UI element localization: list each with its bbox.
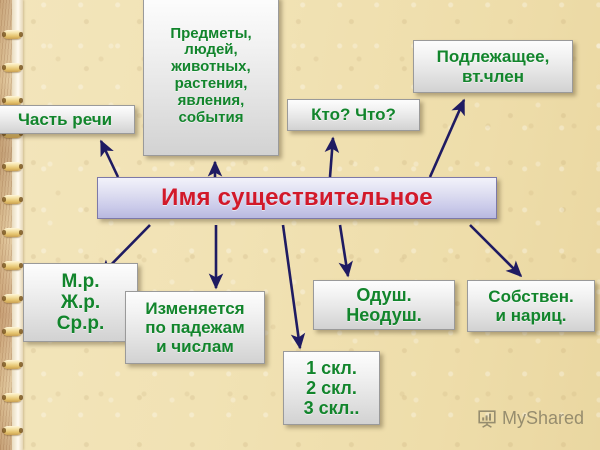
node-label-line: Ср.р.	[56, 313, 105, 335]
node-izmenyaetsya[interactable]: Изменяется по падежам и числам	[125, 291, 265, 364]
node-label-line: М.р.	[61, 270, 100, 292]
node-predmety[interactable]: Предметы, людей, животных, растения, явл…	[143, 0, 279, 156]
spiral-ring	[2, 426, 23, 435]
node-kto-chto[interactable]: Кто? Что?	[287, 99, 420, 131]
arrow-to-sobstven	[469, 224, 523, 278]
node-rod[interactable]: М.р. Ж.р. Ср.р.	[23, 263, 138, 342]
presentation-chart-icon	[478, 409, 496, 428]
node-label-line: по падежам	[145, 317, 245, 337]
node-label-line: Ж.р.	[60, 291, 101, 313]
node-label-line: Неодуш.	[346, 305, 422, 325]
node-label: Часть речи	[17, 109, 113, 129]
arrow-to-chast-rechi	[99, 139, 120, 178]
node-label-line: и числам	[156, 337, 234, 357]
node-label-line: растения,	[174, 75, 248, 92]
spiral-ring	[2, 63, 23, 72]
spiral-ring	[2, 195, 23, 204]
arrow-to-podlezhashchee	[428, 98, 466, 178]
spiral-ring	[2, 294, 23, 303]
spiral-ring	[2, 162, 23, 171]
node-sobstven[interactable]: Собствен. и нариц.	[467, 280, 595, 332]
node-label-line: Предметы,	[170, 24, 252, 42]
spiral-ring	[2, 261, 23, 270]
node-label-line: события	[178, 108, 244, 126]
binding-paper-strip	[12, 0, 23, 450]
node-label-line: Собствен.	[488, 286, 574, 306]
node-odush[interactable]: Одуш. Неодуш.	[313, 280, 455, 330]
node-label-line: Одуш.	[356, 284, 412, 305]
node-label-line: вт.член	[462, 66, 524, 86]
node-podlezhashchee[interactable]: Подлежащее, вт.член	[413, 40, 573, 93]
spiral-ring	[2, 96, 23, 105]
arrow-to-kto-chto	[324, 136, 340, 178]
center-title-label: Имя существительное	[161, 183, 433, 211]
spiral-ring	[2, 30, 23, 39]
node-chast-rechi[interactable]: Часть речи	[0, 105, 135, 134]
arrow-to-odush	[338, 224, 353, 278]
node-label-line: и нариц.	[495, 306, 567, 325]
node-label-line: людей,	[184, 41, 238, 59]
arrow-to-sklonenie	[281, 224, 306, 350]
node-label-line: животных,	[171, 58, 251, 76]
spiral-ring	[2, 228, 23, 237]
node-label-line: Подлежащее,	[436, 47, 550, 67]
node-sklonenie[interactable]: 1 скл. 2 скл. 3 скл..	[283, 351, 380, 425]
node-label-line: 1 скл.	[306, 357, 357, 378]
node-label-line: явления,	[177, 91, 245, 109]
watermark-label: MyShared	[502, 408, 585, 428]
spiral-ring	[2, 327, 23, 336]
node-label-line: 2 скл.	[306, 377, 357, 398]
node-label-line: 3 скл..	[303, 398, 360, 419]
node-center-title[interactable]: Имя существительное	[97, 177, 497, 219]
spiral-ring	[2, 360, 23, 369]
node-label: Кто? Что?	[311, 105, 396, 125]
node-label-line: Изменяется	[145, 298, 245, 318]
myshared-watermark: MyShared	[477, 408, 584, 429]
spiral-ring	[2, 393, 23, 402]
